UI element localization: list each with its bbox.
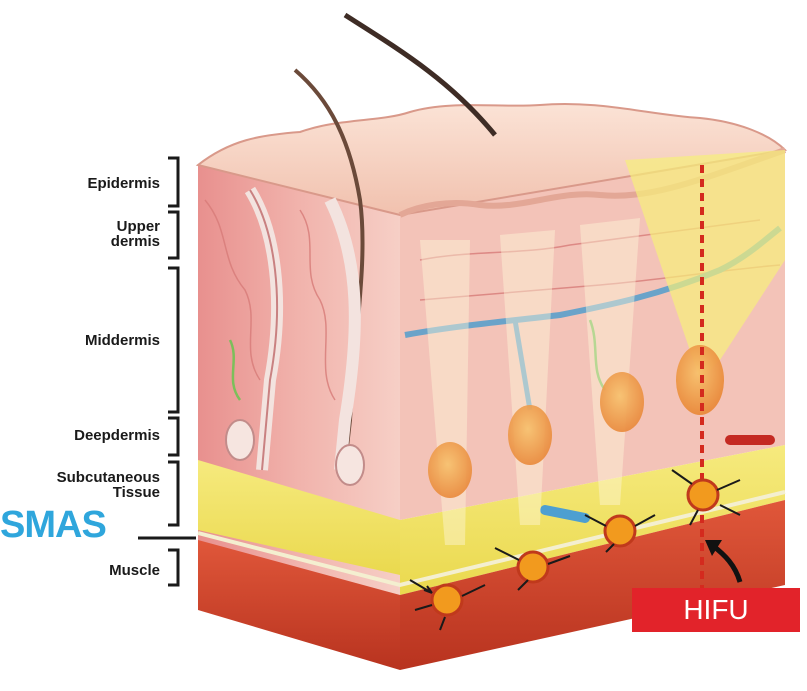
label-deepdermis: Deepdermis [10,428,160,443]
label-smas: SMAS [0,506,106,544]
label-epidermis: Epidermis [10,176,160,191]
label-upper-dermis: Upper dermis [10,219,160,249]
label-middermis: Middermis [10,333,160,348]
hifu-badge: HIFU [632,588,800,632]
label-subcutaneous-tissue: Subcutaneous Tissue [0,470,160,500]
label-muscle: Muscle [10,563,160,578]
hifu-label: HIFU [683,594,748,626]
layer-brackets [168,158,178,585]
